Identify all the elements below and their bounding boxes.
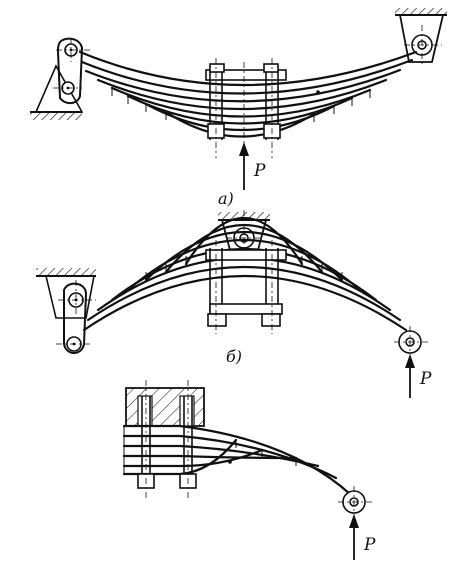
spring-diagram-c: P <box>122 380 376 560</box>
force-label-b: P <box>419 369 432 389</box>
ground-support-left-b <box>36 268 96 319</box>
spring-eye-b <box>394 326 428 358</box>
spring-eye-c <box>338 486 372 518</box>
shackle-link-b <box>56 280 96 354</box>
center-clamp-b <box>205 240 287 334</box>
subfigure-label-a: а) <box>218 189 234 208</box>
bolts-c <box>137 380 197 500</box>
spring-diagram-b: P б) <box>36 210 432 398</box>
force-label-a: P <box>253 161 266 181</box>
center-clamp-a <box>205 58 287 158</box>
spring-diagram-a: P а) <box>30 8 447 208</box>
force-arrow-c <box>349 514 359 560</box>
ground-support-right-a <box>395 8 447 66</box>
force-label-c: P <box>363 535 376 555</box>
leaf-pack-c <box>122 424 352 496</box>
ground-support-left-a <box>30 64 84 120</box>
subfigure-label-b: б) <box>226 347 242 366</box>
shackle-link-a <box>53 37 90 104</box>
force-arrow-b <box>405 354 415 398</box>
force-arrow-a <box>239 142 249 190</box>
leaf-pack-a <box>78 50 418 138</box>
leaf-pack-b <box>82 216 408 332</box>
